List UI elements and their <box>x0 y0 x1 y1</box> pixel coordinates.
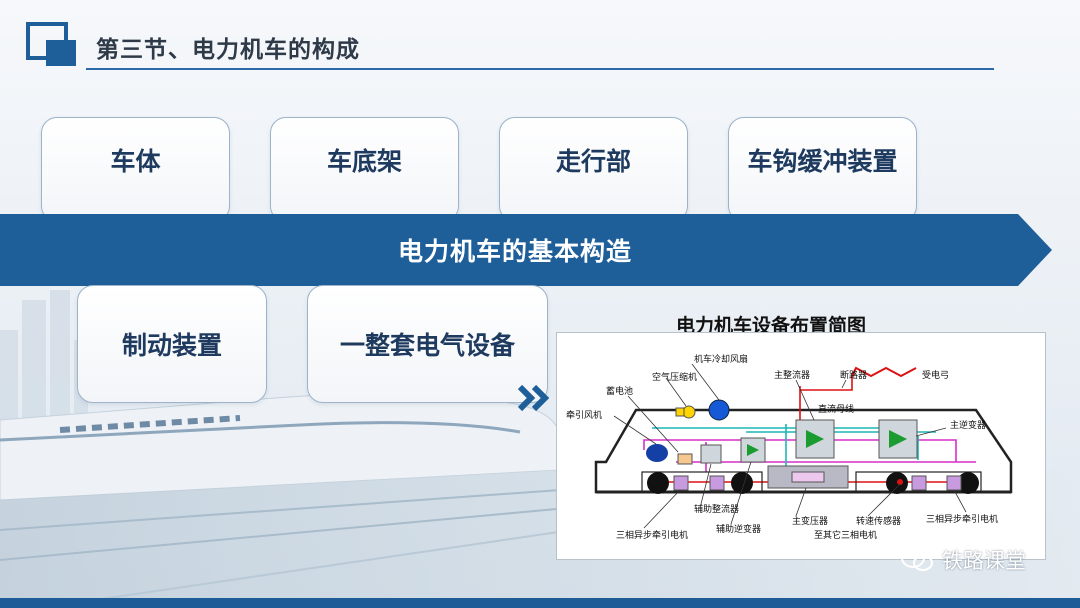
label-main-transformer: 主变压器 <box>792 515 828 527</box>
label-aux-inverter: 辅助逆变器 <box>716 523 761 535</box>
page-title: 第三节、电力机车的构成 <box>96 37 360 63</box>
component-card-underframe: 车底架 <box>270 117 459 222</box>
diagram-title: 电力机车设备布置简图 <box>676 315 867 337</box>
watermark-text: 铁路课堂 <box>942 549 1026 573</box>
label-speed-sensor: 转速传感器 <box>856 515 901 527</box>
compressor-icon <box>682 405 696 419</box>
label-pantograph: 受电弓 <box>922 369 949 381</box>
component-card-coupler-buffer: 车钩缓冲装置 <box>728 117 917 222</box>
pantograph-line <box>851 366 917 378</box>
title-logo-icon <box>26 22 76 66</box>
wheel-icon <box>957 472 979 494</box>
battery-icon <box>677 453 693 465</box>
component-card-running-gear: 走行部 <box>499 117 688 222</box>
cooling-fan-icon <box>708 399 730 421</box>
aux-rectifier-icon <box>700 444 722 464</box>
traction-motor-icon <box>946 475 962 491</box>
label-battery: 蓄电池 <box>606 385 633 397</box>
label-main-inverter: 主逆变器 <box>950 419 986 431</box>
double-chevron-icon <box>517 384 550 412</box>
label-other-motors: 至其它三相电机 <box>814 529 877 541</box>
watermark: 铁路课堂 <box>900 545 1026 575</box>
label-main-rectifier: 主整流器 <box>774 369 810 381</box>
wheel-icon <box>886 472 908 494</box>
label-breaker: 断路器 <box>840 369 867 381</box>
traction-fan-icon <box>646 444 668 462</box>
label-motor-left: 三相异步牵引电机 <box>616 529 688 541</box>
label-cooling-fan: 机车冷却风扇 <box>694 353 748 365</box>
banner-arrow <box>0 214 1052 286</box>
traction-motor-icon <box>709 475 725 491</box>
speed-sensor-icon <box>897 479 903 485</box>
label-compressor: 空气压缩机 <box>652 371 697 383</box>
main-rectifier-icon <box>795 419 835 459</box>
traction-motor-icon <box>673 475 689 491</box>
component-card-electrical: 一整套电气设备 <box>307 285 548 403</box>
label-aux-rectifier: 辅助整流器 <box>694 503 739 515</box>
bottom-accent-bar <box>0 598 1080 608</box>
wechat-icon <box>901 548 933 571</box>
wheel-icon <box>647 472 669 494</box>
label-dc-bus: 直流母线 <box>818 403 854 415</box>
banner-label: 电力机车的基本构造 <box>397 237 632 266</box>
component-card-body: 车体 <box>41 117 230 222</box>
label-motor-right: 三相异步牵引电机 <box>926 513 998 525</box>
title-divider <box>86 68 994 70</box>
label-traction-fan: 牵引风机 <box>566 409 602 421</box>
locomotive-layout-diagram: 机车冷却风扇 空气压缩机 蓄电池 牵引风机 主整流器 断路器 受电弓 直流母线 … <box>566 353 1013 541</box>
traction-motor-icon <box>911 475 927 491</box>
wheel-icon <box>731 472 753 494</box>
component-card-brake: 制动装置 <box>77 285 267 403</box>
